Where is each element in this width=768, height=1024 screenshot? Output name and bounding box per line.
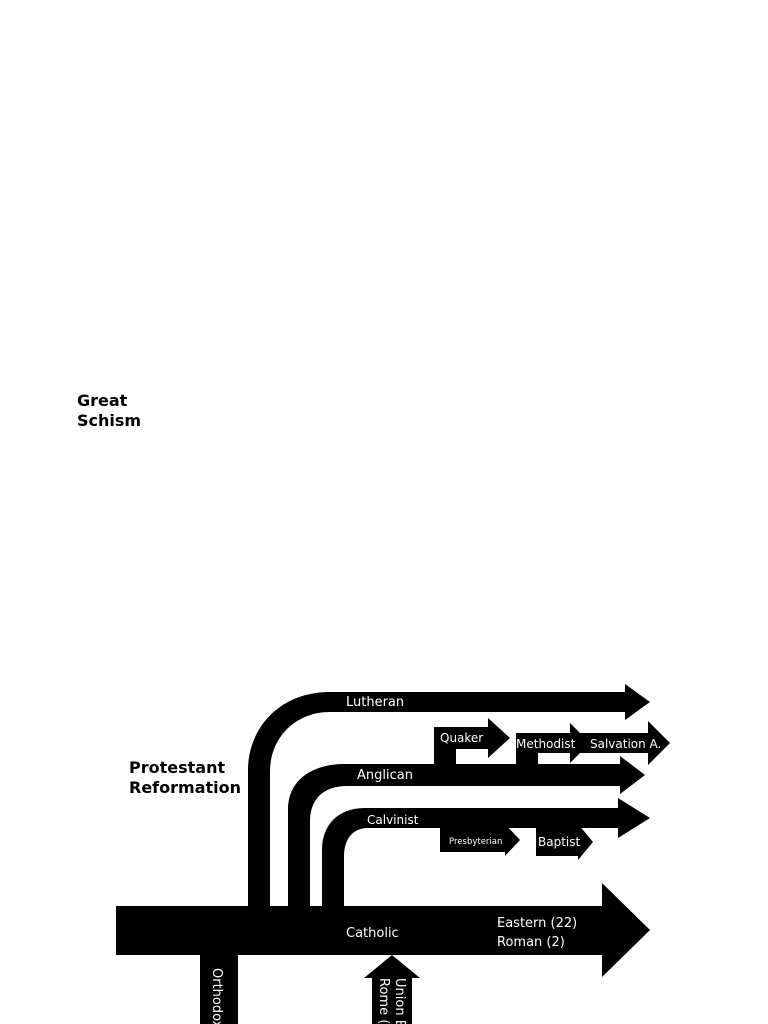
quaker-label: Quaker	[440, 731, 483, 745]
union-rome-label-line1: Union B	[392, 978, 407, 1024]
union-rome-label-line2: Rome (	[376, 978, 391, 1024]
quaker-stem	[434, 748, 456, 768]
catholic-roman-count: Roman (2)	[497, 935, 565, 950]
calvinist-arrow	[322, 798, 650, 906]
anglican-label: Anglican	[357, 768, 413, 783]
salvation-army-label: Salvation A.	[590, 737, 661, 751]
baptist-label: Baptist	[538, 835, 580, 849]
union-rome-arrow	[364, 955, 420, 1024]
lutheran-label: Lutheran	[346, 695, 404, 710]
salvation-army-arrow	[580, 721, 670, 765]
anglican-arrow	[288, 756, 645, 906]
calvinist-label: Calvinist	[367, 813, 419, 827]
baptist-arrow	[536, 824, 593, 860]
catholic-arrow	[116, 883, 650, 977]
presbyterian-arrow	[440, 824, 520, 856]
catholic-eastern-count: Eastern (22)	[497, 916, 577, 931]
orthodox-bar	[200, 955, 238, 1024]
protestant-reformation-label: Protestant Reformation	[129, 758, 241, 797]
quaker-arrow	[434, 718, 510, 758]
presbyterian-label: Presbyterian	[449, 837, 502, 847]
great-schism-label: Great Schism	[77, 391, 142, 430]
methodist-label: Methodist	[516, 737, 576, 751]
catholic-label: Catholic	[346, 926, 399, 941]
lutheran-arrow	[248, 684, 650, 906]
methodist-stem	[516, 752, 538, 768]
orthodox-label: Orthodox	[209, 968, 224, 1024]
methodist-arrow	[516, 723, 590, 763]
